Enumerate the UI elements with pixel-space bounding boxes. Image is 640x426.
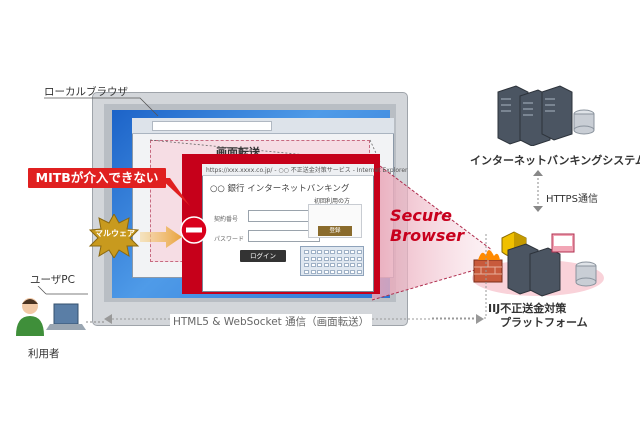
keyboard-key	[350, 269, 356, 274]
keyboard-key	[337, 250, 342, 254]
html5-websocket-label: HTML5 & WebSocket 通信（画面転送）	[170, 314, 373, 329]
software-keyboard	[300, 246, 364, 276]
internet-banking-system-label: インターネットバンキングシステム	[470, 154, 640, 167]
keyboard-key	[304, 256, 309, 261]
register-button: 登録	[318, 226, 352, 236]
keyboard-key	[310, 263, 316, 267]
block-icon	[180, 216, 208, 244]
keyboard-key	[317, 263, 323, 267]
keyboard-key	[356, 263, 362, 267]
malware-arrow	[140, 226, 182, 248]
keyboard-key	[343, 250, 349, 254]
keyboard-key	[330, 250, 336, 254]
contract-number-label: 契約番号	[214, 216, 239, 223]
keyboard-key	[310, 250, 316, 254]
keyboard-key	[323, 256, 329, 261]
keyboard-key	[343, 269, 349, 274]
internet-banking-servers-icon	[497, 85, 595, 146]
keyboard-key	[337, 256, 342, 261]
login-button: ログイン	[240, 250, 286, 262]
keyboard-key	[343, 256, 349, 261]
keyboard-key	[350, 256, 356, 261]
platform-label-line-2: プラットフォーム	[500, 316, 588, 329]
keyboard-key	[304, 263, 309, 267]
keyboard-key	[323, 263, 329, 267]
keyboard-key	[304, 250, 309, 254]
secure-browser-line-2: Browser	[390, 226, 465, 245]
https-arrow	[533, 170, 543, 212]
secure-browser-label: Secure Browser	[390, 206, 464, 246]
secure-browser-cone	[372, 159, 492, 301]
mitb-badge: MITBが介入できない	[28, 168, 166, 188]
local-browser-callout	[44, 97, 159, 117]
keyboard-key	[337, 263, 342, 267]
keyboard-key	[356, 269, 362, 274]
iij-platform-icon	[472, 231, 604, 297]
user-pc-label: ユーザPC	[30, 274, 75, 286]
user-with-laptop-icon	[16, 286, 106, 336]
https-label: HTTPS通信	[546, 194, 598, 205]
keyboard-key	[330, 269, 336, 274]
mitb-pointer	[160, 178, 190, 206]
first-time-label: 初回利用の方	[314, 198, 351, 205]
bank-title: ○○ 銀行 インターネットバンキング	[210, 184, 350, 194]
address-bar	[152, 121, 272, 131]
keyboard-key	[323, 250, 329, 254]
keyboard-key	[304, 269, 309, 274]
keyboard-key	[356, 250, 362, 254]
keyboard-key	[317, 250, 323, 254]
keyboard-key	[317, 256, 323, 261]
remote-browser-titlebar	[202, 164, 374, 176]
user-label: 利用者	[28, 348, 60, 360]
local-browser-label: ローカルブラウザ	[44, 86, 128, 98]
malware-label: マルウェア	[95, 229, 135, 238]
keyboard-key	[310, 256, 316, 261]
keyboard-key	[330, 256, 336, 261]
keyboard-key	[337, 269, 342, 274]
keyboard-key	[350, 263, 356, 267]
keyboard-key	[356, 256, 362, 261]
keyboard-key	[310, 269, 316, 274]
platform-label-line-1: IIJ不正送金対策	[488, 302, 567, 315]
secure-browser-line-1: Secure	[390, 206, 452, 225]
malware-icon	[88, 214, 140, 258]
keyboard-key	[323, 269, 329, 274]
password-label: パスワード	[214, 236, 245, 243]
remote-browser-title: https://xxx.xxxx.co.jp/ - ○○ 不正送金対策サービス …	[206, 167, 408, 174]
keyboard-key	[317, 269, 323, 274]
keyboard-key	[330, 263, 336, 267]
platform-connection-line	[432, 234, 487, 319]
keyboard-key	[350, 250, 356, 254]
keyboard-key	[343, 263, 349, 267]
